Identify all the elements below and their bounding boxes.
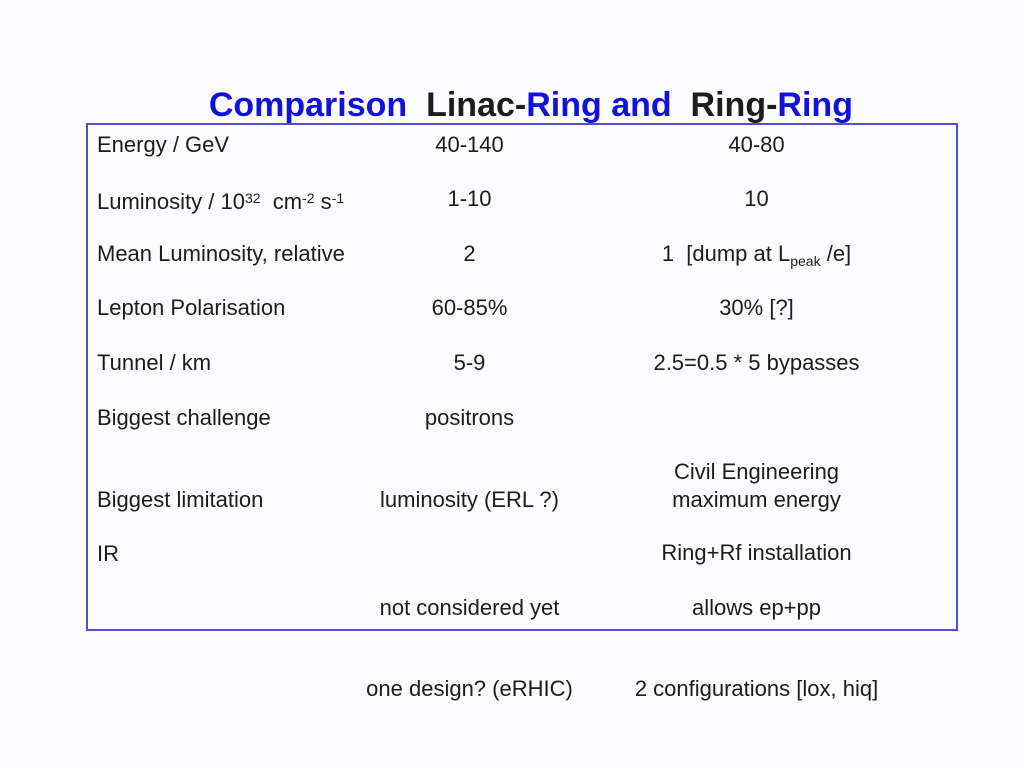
row-label: Biggest limitation	[97, 487, 264, 512]
table-row-energy: Energy / GeV 40-140 40-80	[88, 131, 956, 158]
ring-ring-value: maximum energy	[672, 487, 841, 512]
row-label: Biggest challenge	[97, 405, 271, 430]
superscript: -2	[302, 190, 315, 206]
label-text: Luminosity / 10	[97, 189, 245, 214]
ring-ring-value: 1 [dump at Lpeak /e]	[582, 240, 956, 275]
value-line: Ring+Rf installation	[661, 540, 852, 565]
title-segment: Comparison	[208, 86, 408, 124]
table-row-ir: IR not considered yet one design? (eRHIC…	[88, 540, 956, 756]
table-row-biggest-limitation: Biggest limitation luminosity (ERL ?) ma…	[88, 486, 956, 513]
superscript: -1	[331, 190, 345, 206]
row-label: Mean Luminosity, relative	[97, 241, 345, 266]
row-label: Energy / GeV	[97, 132, 230, 157]
title-segment: Ring	[777, 86, 853, 124]
row-label: Tunnel / km	[97, 350, 212, 375]
row-label: Luminosity / 1032 cm-2 s-1	[88, 185, 357, 215]
table-row-mean-luminosity: Mean Luminosity, relative 2 1 [dump at L…	[88, 240, 956, 275]
comparison-table: Energy / GeV 40-140 40-80 Luminosity / 1…	[86, 123, 958, 701]
value-text: /e]	[820, 241, 852, 266]
linac-ring-value: 1-10	[447, 186, 492, 211]
value-line: Civil Engineering	[673, 459, 840, 484]
table-row-tunnel: Tunnel / km 5-9 2.5=0.5 * 5 bypasses	[88, 349, 956, 376]
slide-title: Comparison Linac-Ring and Ring-Ring	[0, 47, 1024, 164]
label-text: s	[314, 189, 332, 214]
value-line: 2 configurations [lox, hiq]	[634, 676, 879, 701]
linac-ring-value: 2	[463, 241, 476, 266]
row-label: Lepton Polarisation	[97, 295, 286, 320]
table-row-luminosity: Luminosity / 1032 cm-2 s-1 1-10 10	[88, 185, 956, 215]
row-label: IR	[97, 541, 119, 566]
value-line: not considered yet	[379, 595, 560, 620]
ring-ring-value: 2.5=0.5 * 5 bypasses	[653, 350, 860, 375]
linac-ring-value: positrons	[424, 405, 515, 430]
ring-ring-value: Civil Engineering Ring+Rf installation	[582, 404, 956, 620]
table-row-lepton-polarisation: Lepton Polarisation 60-85% 30% [?]	[88, 294, 956, 321]
ring-ring-value: 40-80	[728, 132, 785, 157]
linac-ring-value: 40-140	[435, 132, 504, 157]
linac-ring-value: 5-9	[453, 350, 486, 375]
table-row-biggest-challenge: Biggest challenge positrons Civil Engine…	[88, 404, 956, 620]
ring-ring-value: allows ep+pp 2 configurations [lox, hiq]	[582, 540, 956, 756]
label-text: cm	[260, 189, 303, 214]
value-line: one design? (eRHIC)	[366, 676, 573, 701]
ring-ring-value: 30% [?]	[719, 295, 794, 320]
subscript: peak	[790, 253, 821, 269]
linac-ring-value: not considered yet one design? (eRHIC)	[357, 540, 582, 756]
superscript: 32	[244, 190, 261, 206]
title-segment: Linac-	[407, 86, 527, 124]
linac-ring-value: 60-85%	[431, 295, 508, 320]
ring-ring-value: 10	[744, 186, 769, 211]
title-segment: Ring and	[526, 86, 672, 124]
title-segment: Ring-	[671, 86, 778, 124]
value-line: allows ep+pp	[691, 595, 822, 620]
value-text: 1 [dump at L	[661, 241, 791, 266]
linac-ring-value: luminosity (ERL ?)	[380, 487, 559, 512]
